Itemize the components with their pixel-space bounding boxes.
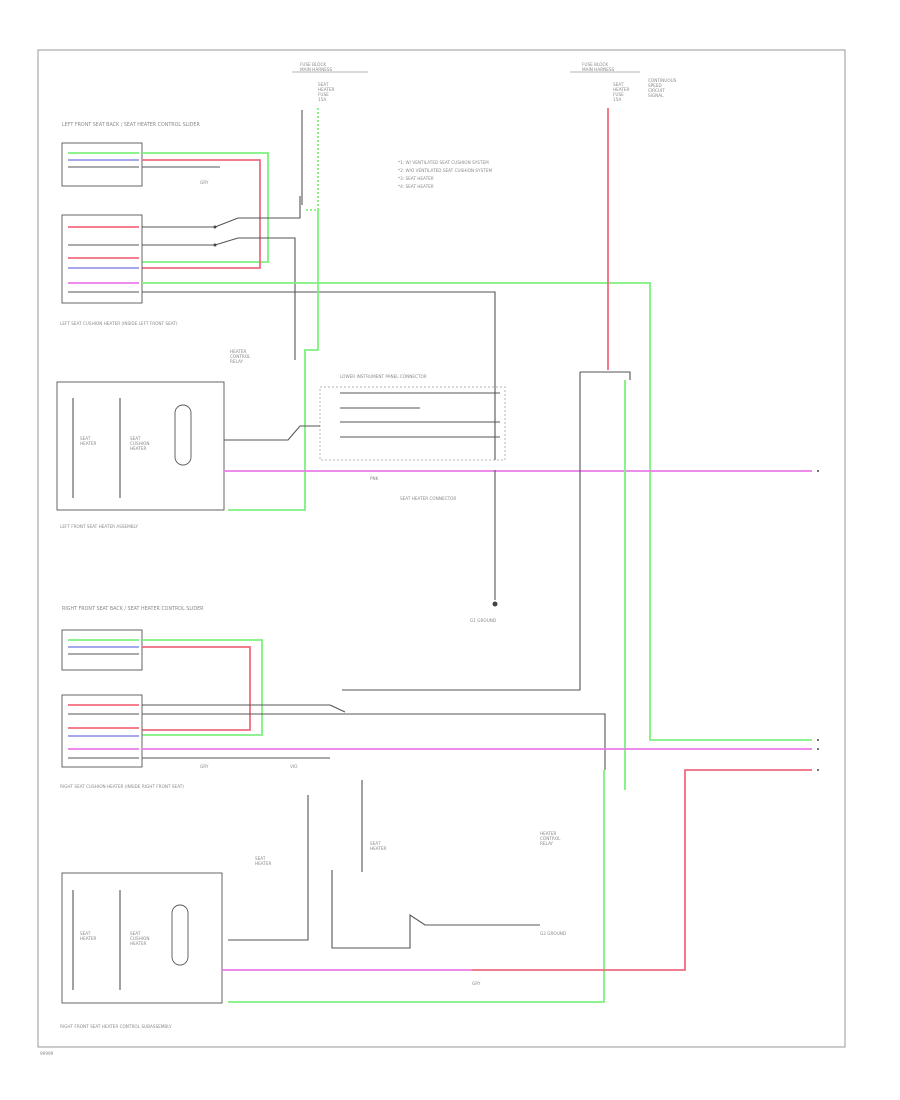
wire-grn-left-main [228, 210, 319, 511]
top-fuse-right: FUSE BLOCK MAIN HARNESS SEAT HEATER FUSE… [570, 62, 677, 102]
svg-text:HEATER: HEATER [80, 936, 97, 941]
right-relay-box [342, 371, 631, 691]
left-heater-assembly [56, 381, 225, 511]
svg-text:GRY: GRY [200, 764, 209, 769]
svg-text:VIO: VIO [290, 764, 298, 769]
junction-frame [319, 386, 506, 461]
svg-text:HEATER: HEATER [130, 941, 147, 946]
svg-text:FUSE BLOCK: FUSE BLOCK [300, 62, 326, 67]
svg-text:SEAT: SEAT [80, 436, 91, 441]
left-relay-wiring [142, 196, 301, 360]
right-heater-internals: SEAT HEATER SEAT CUSHION HEATER [72, 890, 189, 990]
wire-gry-long [142, 291, 496, 460]
svg-text:15A: 15A [318, 97, 326, 102]
svg-text:SEAT: SEAT [318, 82, 329, 87]
left-cushion-connector [61, 214, 143, 304]
svg-text:SEAT: SEAT [80, 931, 91, 936]
svg-text:HEATER: HEATER [255, 861, 272, 866]
svg-text:CONTROL: CONTROL [540, 836, 561, 841]
wire-grn-left-fuse [306, 108, 319, 211]
svg-text:FUSE: FUSE [613, 92, 624, 97]
svg-text:15A: 15A [613, 97, 621, 102]
right-switch-pins [68, 639, 139, 655]
svg-text:GRY: GRY [200, 180, 209, 185]
svg-text:SEAT: SEAT [130, 931, 141, 936]
svg-text:RELAY: RELAY [230, 359, 244, 364]
right-switch-header: RIGHT FRONT SEAT BACK / SEAT HEATER CONT… [62, 606, 204, 612]
wire-red-left-top [142, 159, 261, 269]
wire-grn-right-top [142, 639, 263, 736]
svg-text:FUSE BLOCK: FUSE BLOCK [582, 62, 608, 67]
legend-item: *3: SEAT HEATER [398, 176, 434, 181]
right-cushion-label: RIGHT SEAT CUSHION HEATER (INSIDE RIGHT … [60, 784, 184, 789]
left-switch-pins [68, 152, 139, 168]
legend-item: *1: W/ VENTILATED SEAT CUSHION SYSTEM [398, 160, 489, 165]
svg-text:CIRCUIT: CIRCUIT [648, 88, 665, 93]
diagram-frame [37, 49, 846, 1048]
legend: *1: W/ VENTILATED SEAT CUSHION SYSTEM *2… [398, 160, 492, 189]
left-heater-internals: SEAT HEATER SEAT CUSHION HEATER [72, 398, 192, 498]
wire-ltgrn-long [142, 282, 812, 741]
svg-text:CONTINUOUS: CONTINUOUS [648, 78, 677, 83]
left-heater-assembly-label: LEFT FRONT SEAT HEATER ASSEMBLY [60, 524, 138, 529]
right-cushion-pins [68, 704, 139, 759]
svg-text:RELAY: RELAY [540, 841, 554, 846]
svg-text:HEATER: HEATER [130, 446, 147, 451]
right-cushion-connector [61, 694, 143, 768]
svg-text:MAIN HARNESS: MAIN HARNESS [582, 67, 615, 72]
legend-item: *2: W/O VENTILATED SEAT CUSHION SYSTEM [398, 168, 492, 173]
wire-end-markers [817, 470, 819, 771]
svg-text:SEAT HEATER CONNECTOR: SEAT HEATER CONNECTOR [400, 496, 456, 501]
svg-text:SEAT: SEAT [370, 841, 381, 846]
svg-text:MAIN HARNESS: MAIN HARNESS [300, 67, 333, 72]
wire-grn-right-main [228, 380, 626, 1003]
wire-grn-left-top [142, 152, 269, 263]
wire-red-right-heater [472, 769, 812, 971]
svg-text:FUSE: FUSE [318, 92, 329, 97]
svg-text:HEATER: HEATER [230, 349, 247, 354]
left-cushion-pins [68, 226, 139, 293]
svg-text:CONTROL: CONTROL [230, 354, 251, 359]
figure-id: 99999 [40, 1051, 54, 1056]
top-fuse-left: FUSE BLOCK MAIN HARNESS SEAT HEATER FUSE… [292, 62, 368, 102]
svg-text:HEATER: HEATER [318, 87, 335, 92]
ground-label: G1 GROUND [470, 618, 496, 623]
left-switch-connector [61, 142, 143, 187]
junction-label: LOWER INSTRUMENT PANEL CONNECTOR [340, 374, 427, 379]
left-cushion-label: LEFT SEAT CUSHION HEATER (INSIDE LEFT FR… [60, 321, 178, 326]
svg-text:CUSHION: CUSHION [130, 441, 149, 446]
right-heater-control-label: RIGHT FRONT SEAT HEATER CONTROL SUBASSEM… [60, 1024, 172, 1029]
svg-text:SEAT: SEAT [613, 82, 624, 87]
svg-text:HEATER: HEATER [613, 87, 630, 92]
svg-text:GRY: GRY [472, 981, 481, 986]
right-switch-connector [61, 629, 143, 671]
svg-text:HEATER: HEATER [80, 441, 97, 446]
right-relay-wiring [142, 704, 606, 770]
svg-text:HEATER: HEATER [540, 831, 557, 836]
svg-text:SPEED: SPEED [648, 83, 662, 88]
wire-gry-left-heater [224, 425, 320, 441]
right-heater-vertical [228, 780, 540, 949]
svg-text:SEAT: SEAT [130, 436, 141, 441]
svg-text:G2 GROUND: G2 GROUND [540, 931, 566, 936]
svg-text:HEATER: HEATER [370, 846, 387, 851]
svg-text:SEAT: SEAT [255, 856, 266, 861]
svg-text:PNK: PNK [370, 476, 379, 481]
svg-text:CUSHION: CUSHION [130, 936, 149, 941]
svg-text:SIGNAL: SIGNAL [648, 93, 664, 98]
left-switch-header: LEFT FRONT SEAT BACK / SEAT HEATER CONTR… [62, 122, 200, 128]
right-heater-assembly [61, 872, 223, 1004]
junction-wires [340, 392, 500, 438]
legend-item: *4: SEAT HEATER [398, 184, 434, 189]
wire-red-right-top [142, 646, 251, 731]
